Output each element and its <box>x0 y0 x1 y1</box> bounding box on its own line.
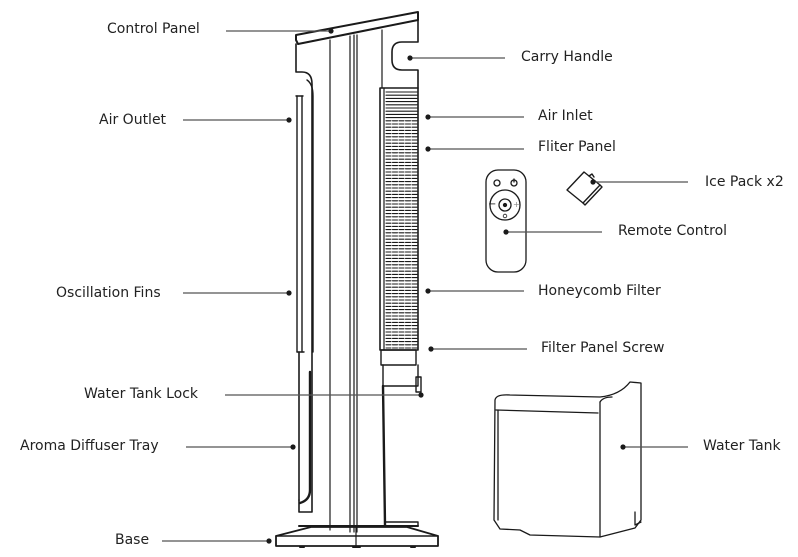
label-honeycomb-filter: Honeycomb Filter <box>538 283 661 299</box>
anchor-dot-honeycomb-filter <box>425 288 431 294</box>
aroma-diffuser-tray-shape <box>298 370 312 505</box>
water-tank-lock-shape <box>415 376 422 393</box>
label-air-outlet: Air Outlet <box>99 112 167 128</box>
label-ice-pack: Ice Pack x2 <box>705 174 784 190</box>
air-outlet-shape <box>296 79 314 353</box>
anchor-dot-air-outlet <box>286 117 292 123</box>
label-water-tank: Water Tank <box>703 438 781 454</box>
anchor-dot-oscillation-fins <box>286 290 292 296</box>
ice-pack-shape <box>566 171 603 206</box>
tower-body-outline <box>295 43 313 513</box>
anchor-dot-water-tank-lock <box>418 392 424 398</box>
tower-unit <box>275 11 439 548</box>
label-water-tank-lock: Water Tank Lock <box>84 386 199 402</box>
anchor-dot-carry-handle <box>407 55 413 61</box>
label-carry-handle: Carry Handle <box>521 49 613 65</box>
label-control-panel: Control Panel <box>107 21 200 37</box>
label-filter-panel-screw: Filter Panel Screw <box>541 340 665 356</box>
label-oscillation-fins: Oscillation Fins <box>56 285 161 301</box>
water-tank-shape <box>493 381 642 538</box>
label-air-inlet: Air Inlet <box>538 108 593 124</box>
control-panel-shape <box>295 11 419 45</box>
anchor-dot-aroma-diffuser-tray <box>290 444 296 450</box>
anchor-dot-remote-control <box>503 229 509 235</box>
remote-plus-glyph: + <box>513 200 520 209</box>
anchor-dot-filter-panel-screw <box>428 346 434 352</box>
anchor-dot-base <box>266 538 272 544</box>
label-filter-panel: Fliter Panel <box>538 139 616 155</box>
anchor-dot-air-inlet <box>425 114 431 120</box>
anchor-dot-control-panel <box>328 28 334 34</box>
label-remote-control: Remote Control <box>618 223 728 239</box>
remote-minus-glyph: − <box>488 199 497 210</box>
remote-control-shape <box>485 169 527 273</box>
label-aroma-diffuser-tray: Aroma Diffuser Tray <box>20 438 159 454</box>
anchor-dot-filter-panel <box>425 146 431 152</box>
anchor-dot-water-tank <box>620 444 626 450</box>
anchor-dot-ice-pack <box>590 179 596 185</box>
label-base: Base <box>115 532 150 548</box>
